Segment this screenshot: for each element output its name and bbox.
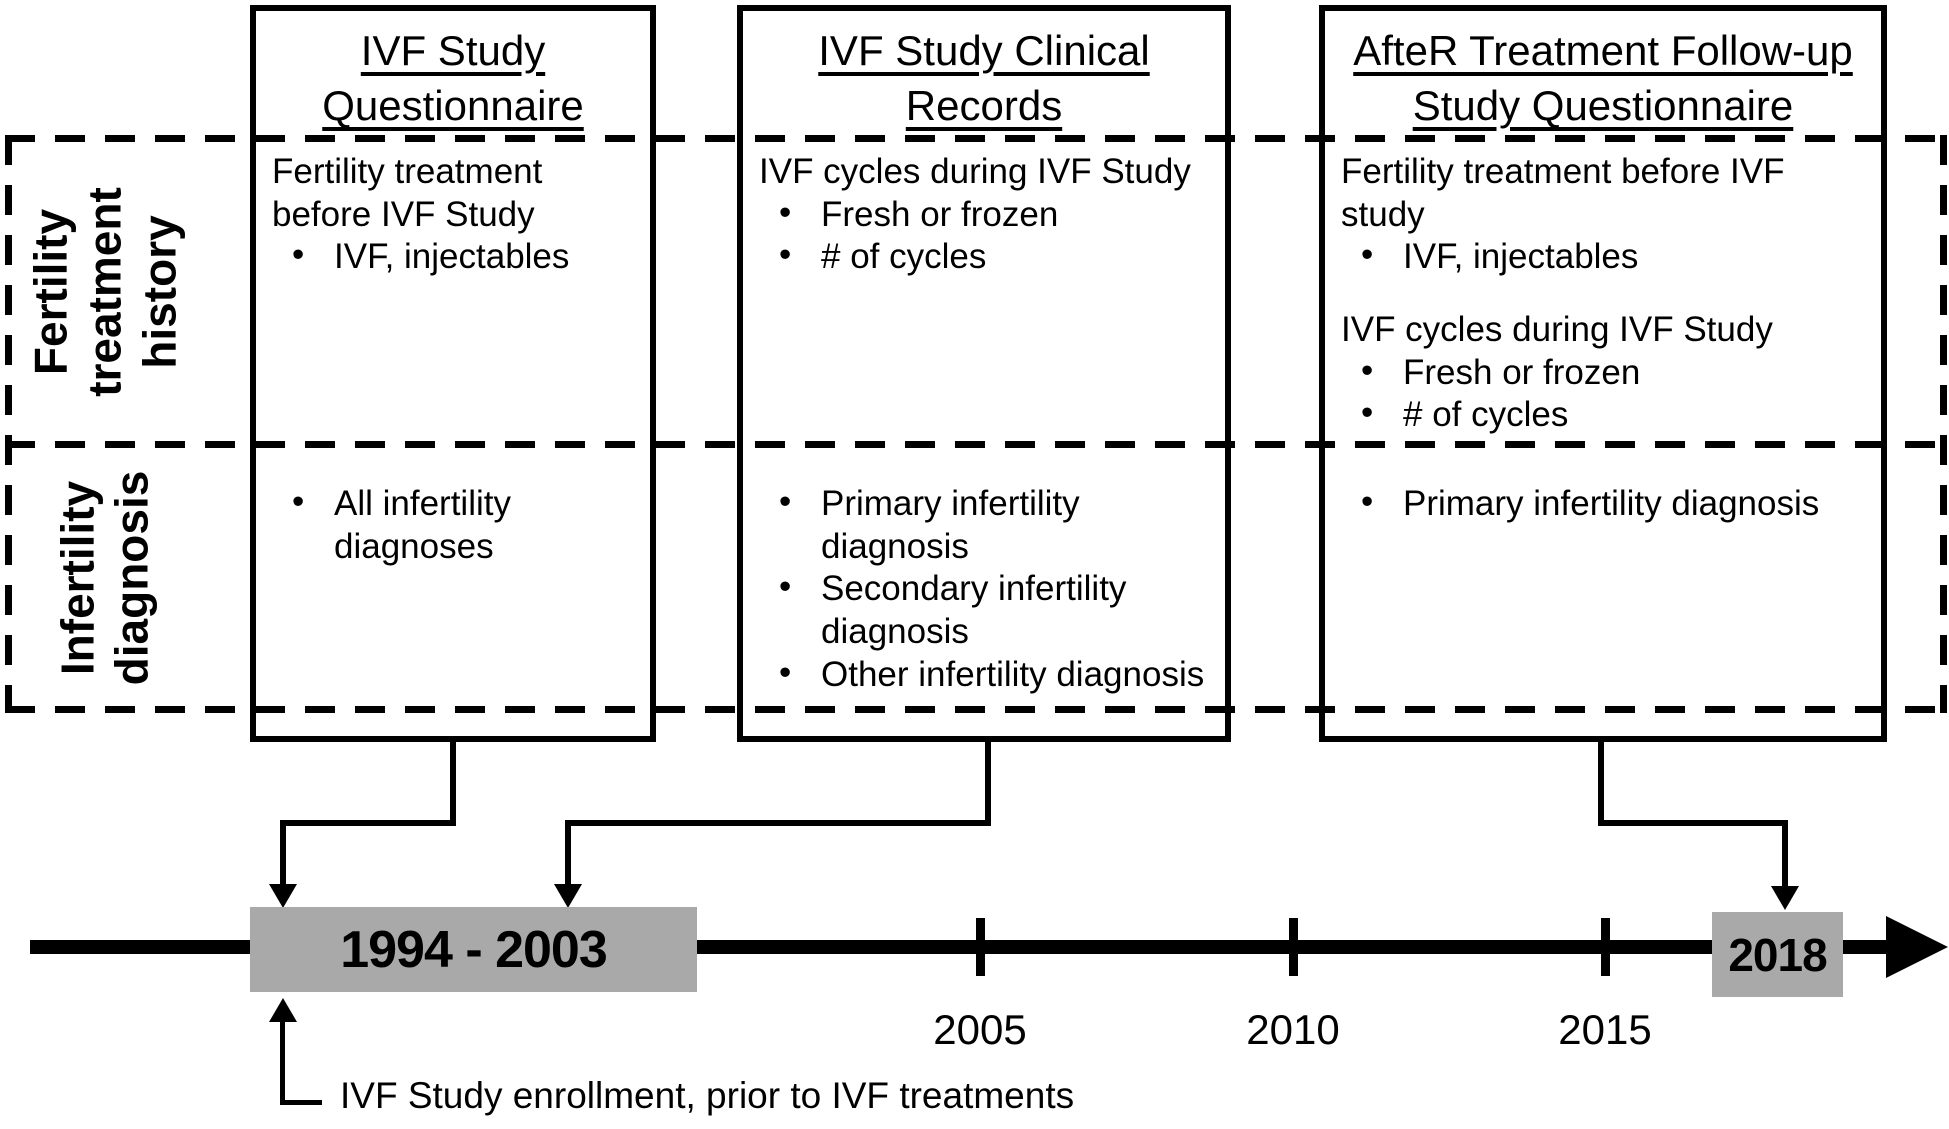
bullet-text: IVF, injectables xyxy=(1403,237,1639,277)
bullet-glyph: • xyxy=(1361,235,1374,275)
bullet-item: • Secondary infertility diagnosis xyxy=(759,567,1215,653)
timeline-tick-2010 xyxy=(1289,918,1298,976)
year-box-label: 2018 xyxy=(1728,928,1827,981)
column-box-after-treatment-followup: AfteR Treatment Follow-up Study Question… xyxy=(1319,5,1887,742)
timeline-arrowhead-icon xyxy=(1886,916,1948,978)
bullet-glyph: • xyxy=(1361,393,1374,433)
row-label-infertility-diagnosis: Infertility diagnosis xyxy=(51,470,158,686)
bullet-item: • Primary infertility diagnosis xyxy=(759,482,1215,568)
column-title: IVF Study Questionnaire xyxy=(322,27,584,130)
bullet-glyph: • xyxy=(779,652,792,692)
bullet-item: • # of cycles xyxy=(759,235,1215,279)
dashed-grid-edge-right xyxy=(1940,135,1947,713)
content-heading: Fertility treatment before IVF Study xyxy=(272,152,543,234)
enrollment-arrow-foot xyxy=(280,1100,322,1105)
bullet-glyph: • xyxy=(779,235,792,275)
tick-label-2005: 2005 xyxy=(933,1006,1027,1053)
dashed-grid-edge-left xyxy=(5,135,12,713)
content-heading: Fertility treatment before IVF study xyxy=(1341,152,1785,234)
connector-box3-stem xyxy=(1598,742,1604,826)
connector-box3-arrowhead-icon xyxy=(1771,886,1799,910)
bullet-text: Other infertility diagnosis xyxy=(821,654,1205,694)
bullet-glyph: • xyxy=(779,567,792,607)
bullet-item: • Fresh or frozen xyxy=(759,192,1215,237)
infertility-diagnosis-content: • All infertility diagnoses xyxy=(272,482,640,568)
enrollment-annotation: IVF Study enrollment, prior to IVF treat… xyxy=(340,1075,1075,1116)
dashed-grid-line-bottom xyxy=(5,706,1947,713)
bullet-text: Primary infertility diagnosis xyxy=(821,484,1080,566)
column-box-ivf-study-clinical-records: IVF Study Clinical Records IVF cycles du… xyxy=(737,5,1231,742)
bullet-text: Fresh or frozen xyxy=(821,194,1059,234)
bullet-text: # of cycles xyxy=(821,237,987,277)
content-heading: IVF cycles during IVF Study xyxy=(759,152,1191,191)
timeline-tick-2005 xyxy=(976,918,985,976)
connector-box3-elbow xyxy=(1598,820,1788,826)
content-heading: IVF cycles during IVF Study xyxy=(1341,310,1773,350)
bullet-text: Fresh or frozen xyxy=(1403,352,1641,392)
era-bar-1994-2003: 1994 - 2003 xyxy=(250,907,697,992)
connector-box2-stem xyxy=(985,742,991,826)
connector-box2-drop xyxy=(565,820,571,888)
fertility-history-content: Fertility treatment before IVF Study • IV… xyxy=(272,151,640,309)
bullet-item: • IVF, injectables xyxy=(272,235,640,279)
bullet-glyph: • xyxy=(1361,350,1374,390)
bullet-glyph: • xyxy=(779,482,792,521)
connector-box3-drop xyxy=(1782,820,1788,890)
enrollment-arrow-stem xyxy=(280,1016,285,1104)
connector-box2-elbow xyxy=(565,820,991,826)
bullet-item: • # of cycles xyxy=(1341,393,1871,437)
bullet-item: • Fresh or frozen xyxy=(1341,350,1871,395)
bullet-glyph: • xyxy=(779,192,792,232)
bullet-text: # of cycles xyxy=(1403,395,1569,435)
column-title: AfteR Treatment Follow-up Study Question… xyxy=(1353,27,1853,130)
tick-label-2010: 2010 xyxy=(1246,1006,1340,1053)
era-bar-label: 1994 - 2003 xyxy=(340,920,608,979)
infertility-diagnosis-content: • Primary infertility diagnosis xyxy=(1341,482,1871,526)
bullet-text: IVF, injectables xyxy=(334,237,570,277)
bullet-text: Primary infertility diagnosis xyxy=(1403,484,1820,523)
connector-box1-elbow xyxy=(280,820,456,826)
bullet-item: • Primary infertility diagnosis xyxy=(1341,482,1871,526)
fertility-history-content: IVF cycles during IVF Study • Fresh or fr… xyxy=(759,151,1215,309)
bullet-glyph: • xyxy=(292,482,305,521)
bullet-item: • Other infertility diagnosis xyxy=(759,652,1215,697)
connector-box1-drop xyxy=(280,820,286,888)
bullet-glyph: • xyxy=(1361,482,1374,521)
dashed-grid-line-middle xyxy=(5,441,1947,448)
connector-box1-arrowhead-icon xyxy=(269,884,297,908)
column-box-ivf-study-questionnaire: IVF Study Questionnaire Fertility treatm… xyxy=(250,5,656,742)
bullet-item: • IVF, injectables xyxy=(1341,235,1871,279)
infertility-diagnosis-content: • Primary infertility diagnosis • Secondar… xyxy=(759,482,1215,697)
year-box-2018: 2018 xyxy=(1712,912,1843,997)
bullet-glyph: • xyxy=(292,235,305,275)
dashed-grid-line-top xyxy=(5,135,1947,142)
connector-box1-stem xyxy=(450,742,456,826)
column-title: IVF Study Clinical Records xyxy=(818,27,1150,130)
timeline-tick-2015 xyxy=(1601,918,1610,976)
row-label-fertility-treatment-history: Fertility treatment history xyxy=(24,187,186,397)
tick-label-2015: 2015 xyxy=(1558,1006,1652,1053)
bullet-item: • All infertility diagnoses xyxy=(272,482,640,568)
bullet-text: Secondary infertility diagnosis xyxy=(821,569,1127,652)
fertility-history-content: Fertility treatment before IVF study •IV… xyxy=(1341,151,1871,467)
connector-box2-arrowhead-icon xyxy=(554,884,582,908)
bullet-text: All infertility diagnoses xyxy=(334,484,511,566)
